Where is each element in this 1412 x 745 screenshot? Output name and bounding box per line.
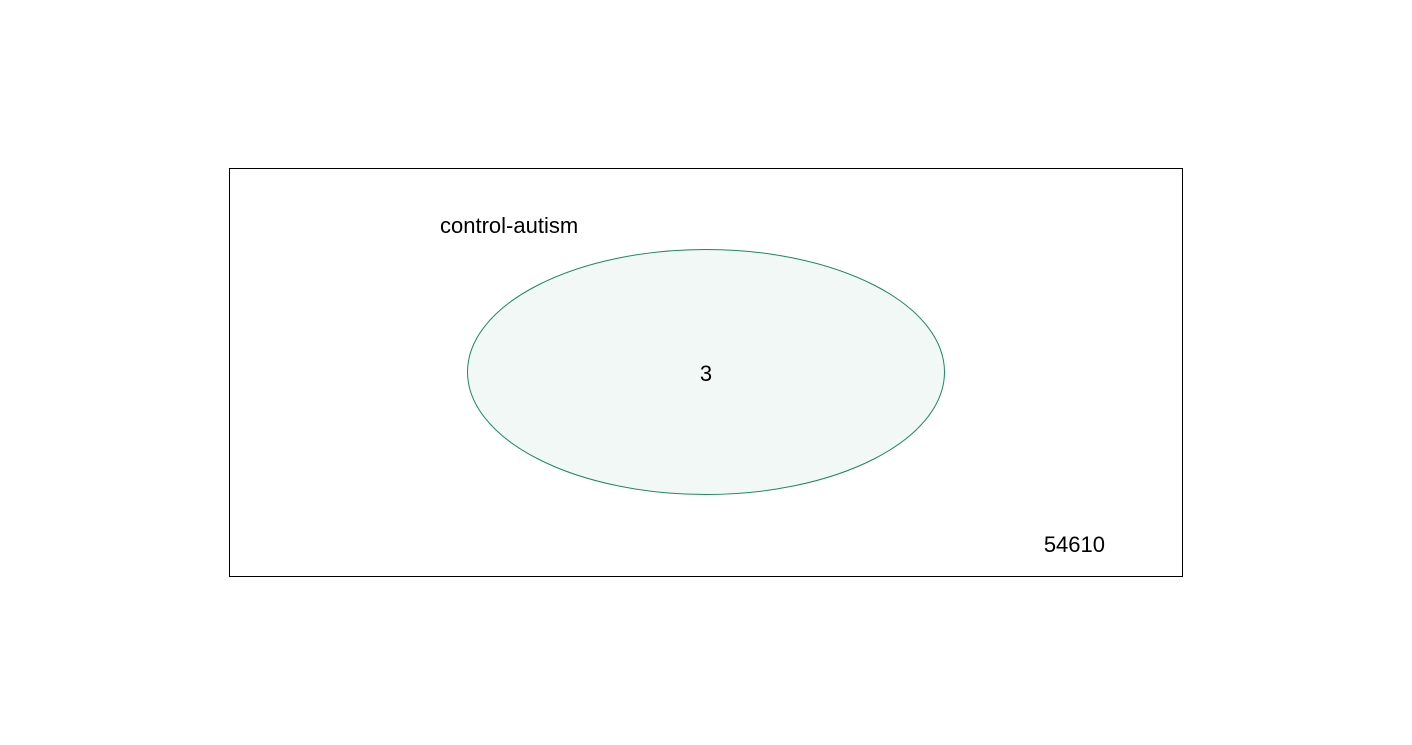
set-count-control-autism: 3 xyxy=(700,361,712,386)
set-label-control-autism: control-autism xyxy=(440,213,578,238)
outside-count: 54610 xyxy=(1044,532,1105,557)
set-ellipse-control-autism xyxy=(467,249,945,495)
